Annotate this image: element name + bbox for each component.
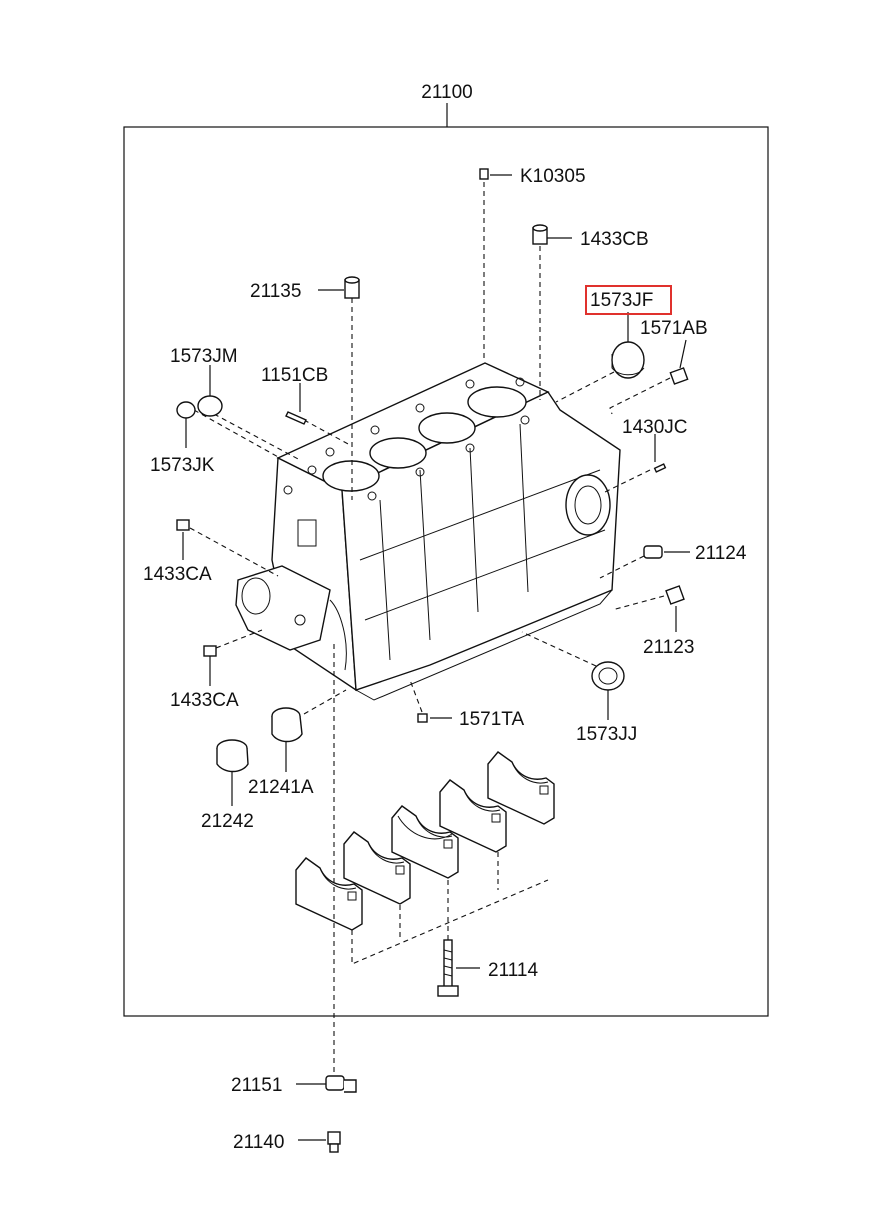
1430jc-pin-icon [653, 463, 667, 473]
label-21124[interactable]: 21124 [695, 543, 747, 564]
21114-bolt-icon [437, 939, 459, 997]
21151-sensor-icon [325, 1075, 357, 1093]
1571ab-plug-icon [669, 367, 689, 385]
label-1571ta[interactable]: 1571TA [459, 709, 524, 730]
leaders [182, 174, 690, 1141]
1433ca-upper-dowel-icon [176, 519, 190, 531]
label-1433ca-lower[interactable]: 1433CA [170, 690, 239, 711]
label-1151cb[interactable]: 1151CB [261, 365, 328, 386]
assembly-frame [123, 103, 769, 1017]
label-21135[interactable]: 21135 [250, 281, 301, 302]
21124-sleeve-icon [643, 545, 663, 559]
label-1430jc[interactable]: 1430JC [622, 417, 688, 438]
1573jm-plug-icon [197, 395, 223, 417]
label-1433ca-upper[interactable]: 1433CA [143, 564, 212, 585]
1151cb-stud-icon [285, 411, 307, 425]
label-21241a[interactable]: 21241A [248, 777, 314, 798]
cylinder-block [235, 362, 621, 701]
label-1573jj[interactable]: 1573JJ [576, 724, 637, 745]
label-21123[interactable]: 21123 [643, 637, 694, 658]
21123-plug-icon [665, 585, 685, 605]
1571ta-plug-icon [417, 713, 428, 723]
label-1573jf[interactable]: 1573JF [590, 290, 653, 311]
1573jf-plug-icon [611, 341, 645, 379]
label-1433cb[interactable]: 1433CB [580, 229, 649, 250]
small-parts [176, 168, 689, 1153]
label-1573jk[interactable]: 1573JK [150, 455, 215, 476]
k10305-pin-icon [479, 168, 489, 180]
label-21140[interactable]: 21140 [233, 1132, 284, 1153]
21242-bearing-icon [216, 739, 249, 773]
label-1573jm[interactable]: 1573JM [170, 346, 238, 367]
label-k10305[interactable]: K10305 [520, 166, 586, 187]
21241a-bearing-icon [271, 707, 303, 743]
label-21151[interactable]: 21151 [231, 1075, 282, 1096]
1433ca-lower-dowel-icon [203, 645, 217, 657]
label-21114[interactable]: 21114 [488, 960, 538, 981]
21140-bolt-icon [327, 1131, 341, 1153]
highlight-box [585, 285, 672, 315]
main-bearing-caps [295, 751, 555, 965]
label-1571ab[interactable]: 1571AB [640, 318, 708, 339]
label-21242[interactable]: 21242 [201, 811, 254, 832]
part-labels: K10305 1433CB 21135 1573JF 1571AB 1573JM… [143, 166, 747, 1153]
21135-dowel-icon [344, 276, 360, 299]
1573jk-plug-icon [176, 401, 196, 419]
1433cb-dowel-icon [532, 224, 548, 245]
1573jj-seal-icon [591, 661, 625, 691]
label-21100[interactable]: 21100 [421, 82, 472, 103]
